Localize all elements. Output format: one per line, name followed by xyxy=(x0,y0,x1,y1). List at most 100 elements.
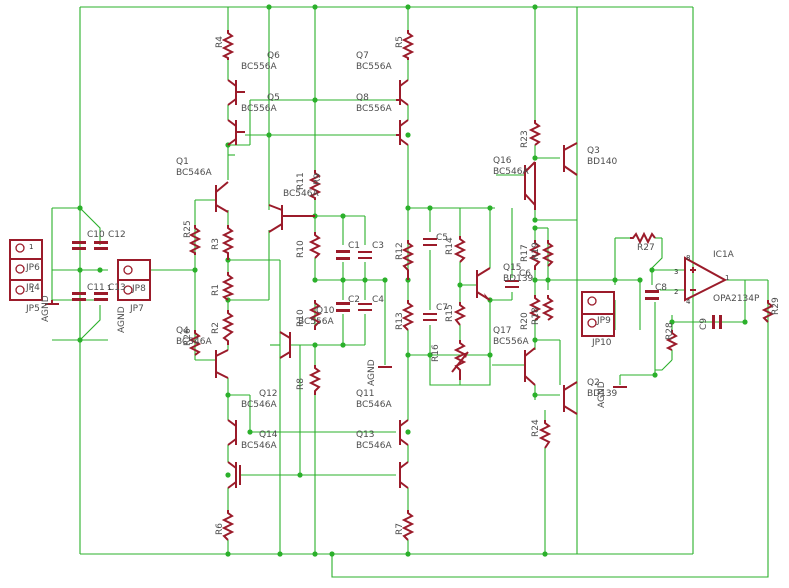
label-37: C1 xyxy=(348,241,360,251)
label-47: R13 xyxy=(395,312,405,330)
resistor-r25 xyxy=(188,225,202,255)
label-46: R12 xyxy=(395,242,405,260)
label-56: Q17 xyxy=(493,326,512,336)
resistor-r20 xyxy=(528,295,542,321)
label-11: BC546A xyxy=(176,168,212,178)
label-76: C9 xyxy=(699,318,709,330)
label-78: JP9 xyxy=(596,316,611,326)
label-81: Q2 xyxy=(587,378,600,388)
transistor-q12 xyxy=(227,419,237,446)
label-18: C11 xyxy=(87,283,105,293)
label-14: R9 xyxy=(313,173,323,185)
label-88: Q14 xyxy=(259,430,278,440)
label-60: R17 xyxy=(520,244,530,262)
label-85: BC546A xyxy=(241,400,277,410)
label-57: BC556A xyxy=(493,337,529,347)
label-28: JP7 xyxy=(129,304,144,314)
resistor-r29 xyxy=(761,300,775,323)
capacitor-c3 xyxy=(358,251,372,259)
transistor-q15 xyxy=(476,267,491,301)
resistor-r5 xyxy=(401,30,415,60)
label-43: C4 xyxy=(372,295,384,305)
transistor-q1 xyxy=(215,181,229,213)
label-29: AGND xyxy=(117,306,127,333)
resistor-r24 xyxy=(538,420,552,449)
label-80: R29 xyxy=(771,297,781,315)
resistor-r10 xyxy=(308,232,322,259)
capacitor-c4 xyxy=(358,303,372,311)
label-1: Q6 xyxy=(267,51,280,61)
connector-jp7-jp8 xyxy=(117,259,151,301)
capacitor-c11 xyxy=(72,292,86,301)
transistor-q7 xyxy=(396,79,409,106)
label-41: R10 xyxy=(296,309,306,327)
label-12: BC546A xyxy=(283,189,319,199)
resistor-r28 xyxy=(665,330,679,351)
transistor-q8 xyxy=(396,119,409,146)
transistor-q16 xyxy=(524,161,536,210)
label-93: R6 xyxy=(215,523,225,535)
label-75: C8 xyxy=(655,283,667,293)
capacitor-c8 xyxy=(645,290,659,300)
label-66: BD140 xyxy=(587,157,618,167)
resistor-r11 xyxy=(308,170,322,200)
label-53: Q15 xyxy=(503,263,522,273)
label-61: R19 xyxy=(531,242,541,260)
label-70: 3 xyxy=(674,268,678,276)
capacitor-c10 xyxy=(72,241,86,250)
label-55: C6 xyxy=(519,269,531,279)
transistor-q14 xyxy=(227,461,241,489)
resistor-r19 xyxy=(541,240,555,267)
transistor-q11 xyxy=(399,419,409,446)
label-63: Q16 xyxy=(493,156,512,166)
label-45: R8 xyxy=(296,378,306,390)
label-32: R2 xyxy=(211,322,221,334)
label-8: Q8 xyxy=(356,93,369,103)
label-74: OPA2134P xyxy=(713,294,760,304)
label-82: BD139 xyxy=(587,389,618,399)
capacitor-c2 xyxy=(336,302,350,312)
label-2: BC556A xyxy=(241,62,277,72)
label-3: Q7 xyxy=(356,51,369,61)
label-27: JP8 xyxy=(131,284,146,294)
resistor-r9 xyxy=(308,300,322,330)
resistor-r12 xyxy=(401,240,415,280)
resistor-r17 xyxy=(528,240,542,270)
label-68: IC1A xyxy=(713,250,735,260)
label-84: Q12 xyxy=(259,389,278,399)
label-72: 4 xyxy=(686,298,691,306)
component-labels: R4Q6BC556AQ7BC556AR5Q5BC556AQ8BC556AQ1BC… xyxy=(25,36,781,535)
transistor-q6 xyxy=(227,79,245,106)
components xyxy=(9,30,775,541)
trimmer-r16 xyxy=(453,340,467,380)
label-31: R1 xyxy=(211,284,221,296)
label-25: 1 xyxy=(30,286,34,294)
resistor-r27 xyxy=(630,231,656,245)
transistor-q13 xyxy=(399,461,409,489)
capacitor-c12 xyxy=(94,241,108,250)
opamp-ic1a xyxy=(684,256,728,302)
label-87: BC546A xyxy=(356,400,392,410)
label-59: R18 xyxy=(531,307,541,325)
label-0: R4 xyxy=(215,36,225,48)
label-44: AGND xyxy=(367,359,377,386)
label-40: BC556A xyxy=(298,317,334,327)
capacitor-c13 xyxy=(94,292,108,301)
label-73: 1 xyxy=(725,274,729,282)
label-64: BC546A xyxy=(493,167,529,177)
capacitor-c9 xyxy=(712,315,722,329)
transistor-q9 xyxy=(268,204,315,233)
label-42: C2 xyxy=(348,295,360,305)
label-89: BC546A xyxy=(241,441,277,451)
label-6: Q5 xyxy=(267,93,280,103)
transistor-q5 xyxy=(227,119,245,146)
label-7: BC556A xyxy=(241,104,277,114)
resistor-r13 xyxy=(401,300,415,331)
label-49: R14 xyxy=(445,237,455,255)
connector-jp6-jp4-jp5 xyxy=(9,239,43,301)
capacitor-c1 xyxy=(336,250,350,260)
label-54: BD139 xyxy=(503,274,534,284)
resistor-r6 xyxy=(221,510,235,541)
